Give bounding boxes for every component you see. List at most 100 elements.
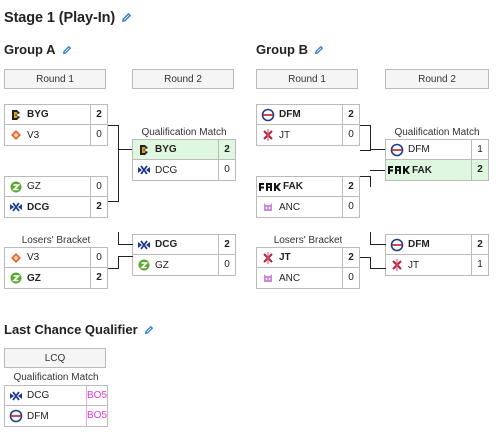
match-row[interactable]: DCG 0 [132,160,236,181]
team-name: GZ [27,272,41,284]
group-a-title-text: Group A [4,42,56,57]
v3-logo-icon [5,128,27,142]
pencil-icon[interactable] [121,11,132,27]
team-name: DCG [155,164,178,176]
team-score: 0 [218,160,235,180]
match-row[interactable]: BYG 2 [132,139,236,160]
bracket-connector [360,125,371,151]
match-row[interactable]: GZ 0 [4,176,108,197]
group-b-round1-header[interactable]: Round 1 [256,69,358,89]
group-b-losers-caption: Losers' Bracket [273,235,343,246]
team-name: DFM [279,109,301,120]
jt-logo-icon [386,258,408,272]
team-name: FAK [283,181,303,192]
match-format: BO5 [86,406,107,426]
group-b-qualification-match: DFM 1 FAK 2 [385,139,489,181]
lcq-round-header[interactable]: LCQ [4,348,106,368]
group-a-losers-match: V3 0 GZ 2 [4,247,108,289]
team-name: DCG [155,239,178,250]
match-row[interactable]: DCG BO5 [4,385,108,406]
match-row[interactable]: ANC 0 [256,197,360,218]
stage-title: Stage 1 (Play-In) [4,10,132,27]
bracket-connector [108,268,118,269]
team-name: GZ [155,259,169,271]
team-score: 1 [471,140,488,159]
bracket-connector [118,149,132,150]
team-name: ANC [279,201,301,213]
team-name: DFM [27,410,49,422]
team-name: V3 [27,129,40,141]
group-a-qualification-match: BYG 2 DCG 0 [132,139,236,181]
team-score: 2 [342,248,359,267]
team-score: 2 [218,140,235,159]
group-b-title: Group B [256,42,324,58]
stage-title-text: Stage 1 (Play-In) [4,10,116,26]
match-row[interactable]: DFM 2 [385,234,489,255]
pencil-icon[interactable] [62,43,72,58]
group-a-round1-match1: BYG 2 V3 0 [4,104,108,146]
match-row[interactable]: ANC 0 [256,268,360,289]
match-row[interactable]: DFM 2 [256,104,360,125]
group-a-round2-header[interactable]: Round 2 [132,69,234,89]
match-row[interactable]: GZ 0 [132,255,236,276]
team-name: FAK [412,164,432,176]
gz-logo-icon [133,258,155,272]
team-score: 2 [342,177,359,196]
lcq-title-text: Last Chance Qualifier [4,322,138,337]
group-b-decider-match: DFM 2 JT 1 [385,234,489,276]
team-score: 2 [90,197,107,217]
group-a-round1-header[interactable]: Round 1 [4,69,106,89]
team-name: BYG [155,144,177,155]
match-row[interactable]: FAK 2 [256,176,360,197]
match-row[interactable]: DCG 2 [4,197,108,218]
match-row[interactable]: DCG 2 [132,234,236,255]
bracket-connector [370,257,386,269]
group-b-round2-header[interactable]: Round 2 [385,69,489,89]
match-row[interactable]: JT 1 [385,255,489,276]
dcg-logo-icon [133,238,155,252]
team-score: 0 [218,255,235,275]
team-name: GZ [27,181,41,192]
dfm-logo-icon [257,108,279,122]
bracket-connector [360,176,371,187]
dcg-logo-icon [133,163,155,177]
group-b-qual-caption: Qualification Match [394,127,480,138]
dcg-logo-icon [5,389,27,403]
match-row[interactable]: FAK 2 [385,160,489,181]
team-score: 0 [90,177,107,196]
match-row[interactable]: DFM 1 [385,139,489,160]
team-name: JT [279,129,291,141]
match-row[interactable]: V3 0 [4,125,108,146]
bracket-connector [370,232,386,245]
group-b-round1-match1: DFM 2 JT 0 [256,104,360,146]
lcq-title: Last Chance Qualifier [4,322,154,338]
team-score: 2 [342,105,359,124]
match-row[interactable]: DFM BO5 [4,406,108,427]
anc-logo-icon [257,271,279,285]
group-a-losers-caption: Losers' Bracket [21,235,91,246]
team-name: JT [279,252,291,263]
bracket-connector [118,256,133,269]
fak-logo-icon [386,165,412,175]
match-row[interactable]: V3 0 [4,247,108,268]
pencil-icon[interactable] [314,43,324,58]
group-b-round1-match2: FAK 2 ANC 0 [256,176,360,218]
gz-logo-icon [5,271,27,285]
match-row[interactable]: JT 2 [256,247,360,268]
match-row[interactable]: GZ 2 [4,268,108,289]
lcq-caption: Qualification Match [13,372,99,383]
fak-logo-icon [257,182,283,192]
team-score: 1 [471,255,488,275]
team-score: 2 [90,268,107,288]
team-score: 2 [471,235,488,254]
group-a-title: Group A [4,42,72,58]
match-row[interactable]: JT 0 [256,125,360,146]
team-score: 0 [342,268,359,288]
team-score: 2 [90,105,107,124]
group-a-round1-match2: GZ 0 DCG 2 [4,176,108,218]
pencil-icon[interactable] [144,323,154,338]
match-row[interactable]: BYG 2 [4,104,108,125]
lcq-qualification-match: DCG BO5 DFM BO5 [4,385,108,427]
anc-logo-icon [257,200,279,214]
team-score: 0 [90,248,107,267]
